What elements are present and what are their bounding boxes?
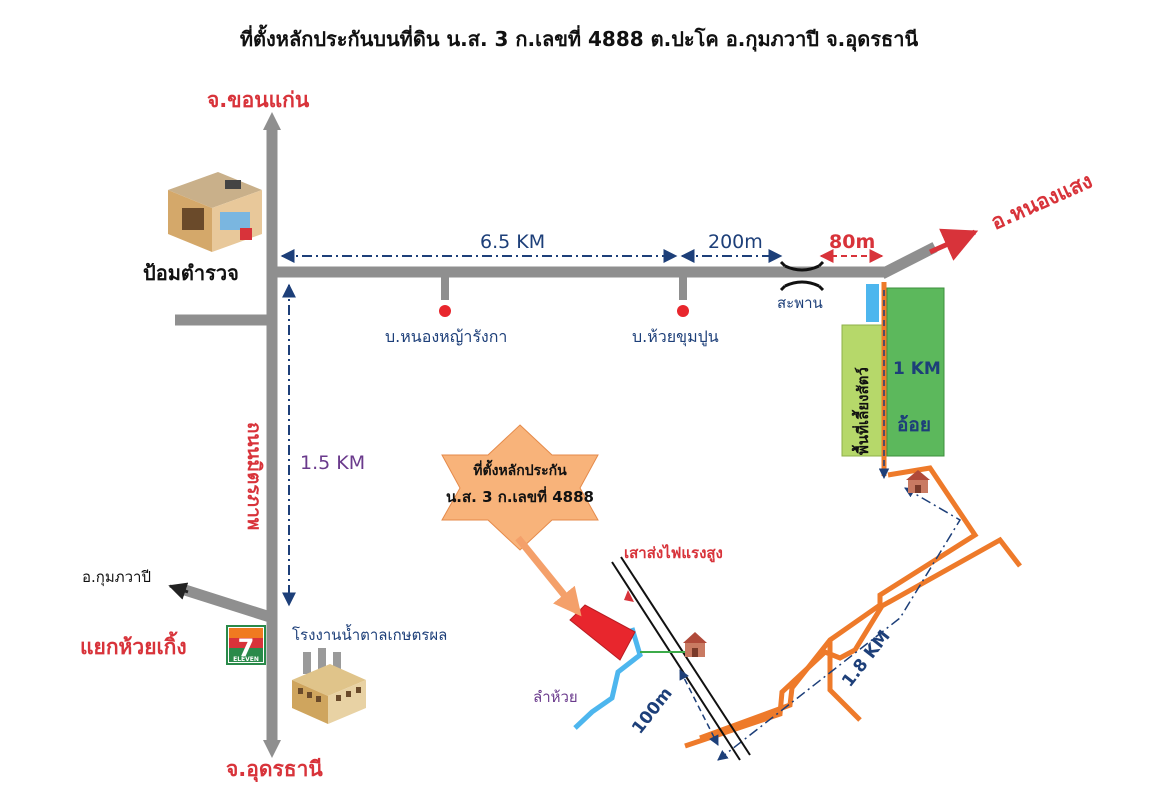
khon-kaen-label: จ.ขอนแก่น [207,88,310,112]
distance-label-6-5-km: 6.5 KM [480,231,545,253]
road-to-nong-saeng [879,242,938,279]
red-arrow-nong-saeng [928,228,979,261]
huai-koeng-junction-label: แยกห้วยเกิ้ง [80,631,187,659]
road-name-label: ถนนมิตรภาพ [243,422,265,530]
distance-label-1-5-km: 1.5 KM [300,452,365,474]
stream-label: ลำห้วย [533,688,578,706]
seven-eleven-number: 7 [238,634,255,662]
udon-thani-label: จ.อุดรธานี [226,757,323,783]
sugar-factory-label: โรงงานน้ำตาลเกษตรผล [292,624,447,644]
power-line-label: เสาส่งไฟแรงสูง [624,543,723,563]
distance-line-100-m [679,669,719,746]
power-line-a [611,561,741,761]
livestock-area-label: พื้นที่เลี้ยงสัตว์ [851,367,872,455]
police-box-building-icon [168,172,262,252]
seven-eleven-text: ELEVEN [233,656,259,663]
distance-label-100-m: 100m [628,684,677,738]
village-label-huai-khum-pun: บ.ห้วยขุมปูน [632,327,719,347]
livestock-field [841,324,883,457]
collateral-star [441,424,599,551]
village-label-nong-ya-rang-ka: บ.หนองหญ้ารังกา [385,327,507,346]
star-label-line1: ที่ตั้งหลักประกัน [473,459,567,479]
collateral-plot [569,604,636,661]
kumphawapi-label: อ.กุมภวาปี [82,568,151,587]
sugarcane-field [886,287,945,457]
star-label-line2: น.ส. 3 ก.เลขที่ 4888 [446,486,594,506]
sugarcane-label: อ้อย [897,414,931,436]
village-pin-nong-ya-rang-ka [439,276,451,317]
seven-eleven-logo: 7 ELEVEN [226,625,266,665]
road-to-kumphawapi [183,584,272,623]
distance-label-80-m: 80m [829,231,875,253]
village-pin-huai-khum-pun [677,276,689,317]
distance-line-1-8-km [717,487,962,761]
house-icon-road-end [906,470,930,493]
dark-arrow-kumphawapi [168,582,189,600]
highway-mittraphap [263,112,281,758]
sugarcane-distance-label: 1 KM [893,359,941,379]
bridge-label: สะพาน [777,294,823,312]
water-patch [866,284,879,322]
nong-saeng-label: อ.หนองแสง [987,169,1096,235]
power-pylon-marker [624,590,634,602]
house-icon-plot [683,632,707,657]
sugar-factory-icon [292,648,366,724]
star-pointer-arrow [515,535,582,617]
map-title: ที่ตั้งหลักประกันบนที่ดิน น.ส. 3 ก.เลขที… [240,24,919,52]
police-box-label: ป้อมตำรวจ [143,261,239,285]
distance-label-200-m: 200m [708,231,763,253]
stream [573,627,643,730]
